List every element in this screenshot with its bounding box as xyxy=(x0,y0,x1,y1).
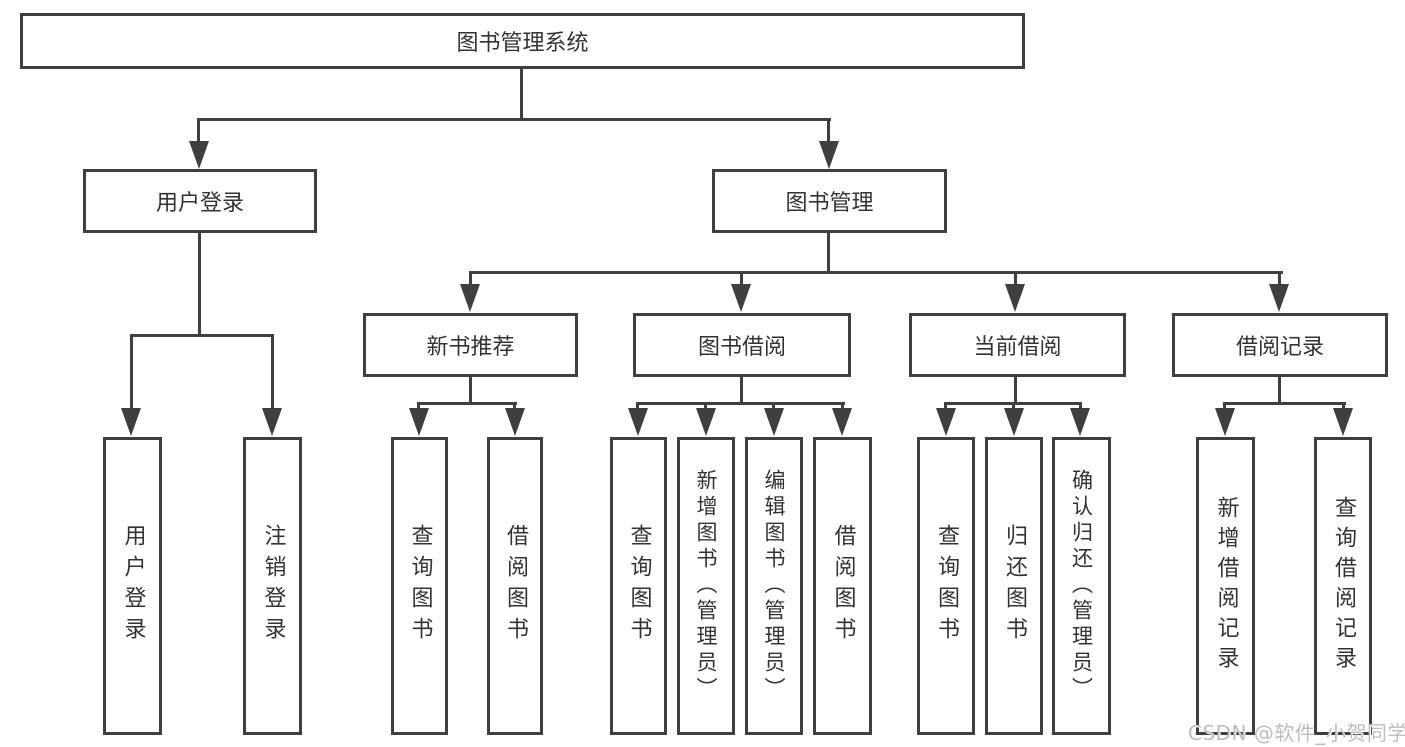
connector-line xyxy=(198,231,201,337)
arrow-down-icon xyxy=(731,284,751,312)
connector-line xyxy=(1014,271,1017,286)
arrow-down-icon xyxy=(936,408,956,436)
leaf-query-book-1: 查询图书 xyxy=(391,437,448,735)
arrow-down-icon xyxy=(1215,408,1235,436)
connector-line xyxy=(197,118,200,144)
leaf-edit-book-admin: 编辑图书（管理员） xyxy=(745,437,803,735)
connector-line xyxy=(740,376,743,405)
connector-line xyxy=(827,231,830,274)
connector-line xyxy=(520,67,523,120)
arrow-down-icon xyxy=(409,408,429,436)
connector-line xyxy=(740,271,743,286)
node-current-borrowing: 当前借阅 xyxy=(909,313,1126,377)
node-user-login: 用户登录 xyxy=(83,169,317,233)
connector-line xyxy=(772,402,775,411)
leaf-logout-login: 注销登录 xyxy=(243,437,302,735)
connector-line xyxy=(636,402,639,411)
connector-line xyxy=(1079,402,1082,411)
arrow-down-icon xyxy=(696,408,716,436)
leaf-query-book-3: 查询图书 xyxy=(917,437,975,735)
connector-line xyxy=(704,402,707,411)
arrow-down-icon xyxy=(1070,408,1090,436)
arrow-down-icon xyxy=(460,284,480,312)
leaf-borrow-book-2: 借阅图书 xyxy=(813,437,872,735)
arrow-down-icon xyxy=(628,408,648,436)
connector-line xyxy=(469,271,472,286)
connector-line xyxy=(469,376,472,405)
arrow-down-icon xyxy=(1004,408,1024,436)
connector-line xyxy=(1278,271,1281,286)
node-new-book-recommend: 新书推荐 xyxy=(363,313,578,377)
node-book-management: 图书管理 xyxy=(712,169,947,233)
connector-line xyxy=(827,118,830,144)
leaf-query-book-2: 查询图书 xyxy=(610,437,667,735)
connector-line xyxy=(1278,376,1281,405)
connector-line xyxy=(271,334,274,412)
connector-line xyxy=(469,271,1283,274)
arrow-down-icon xyxy=(262,408,282,436)
connector-line xyxy=(1014,376,1017,405)
connector-line xyxy=(1342,402,1345,411)
node-borrow-records: 借阅记录 xyxy=(1172,313,1388,377)
connector-line xyxy=(417,402,517,405)
arrow-down-icon xyxy=(819,141,839,169)
node-root: 图书管理系统 xyxy=(20,13,1025,69)
arrow-down-icon xyxy=(832,408,852,436)
connector-line xyxy=(636,402,845,405)
leaf-query-borrow-record: 查询借阅记录 xyxy=(1314,437,1372,735)
connector-line xyxy=(1223,402,1346,405)
leaf-user-login: 用户登录 xyxy=(103,437,162,735)
leaf-add-borrow-record: 新增借阅记录 xyxy=(1196,437,1255,735)
connector-line xyxy=(513,402,516,411)
connector-line xyxy=(130,334,133,412)
connector-line xyxy=(841,402,844,411)
connector-line xyxy=(417,402,420,411)
leaf-return-book: 归还图书 xyxy=(985,437,1043,735)
connector-line xyxy=(130,334,274,337)
connector-line xyxy=(1012,402,1015,411)
arrow-down-icon xyxy=(121,408,141,436)
connector-line xyxy=(197,118,831,121)
arrow-down-icon xyxy=(505,408,525,436)
arrow-down-icon xyxy=(764,408,784,436)
arrow-down-icon xyxy=(1005,284,1025,312)
connector-line xyxy=(944,402,947,411)
leaf-borrow-book-1: 借阅图书 xyxy=(487,437,543,735)
arrow-down-icon xyxy=(1333,408,1353,436)
node-book-borrowing: 图书借阅 xyxy=(633,313,851,377)
watermark: CSDN @软件_小贺同学 xyxy=(1188,721,1405,745)
arrow-down-icon xyxy=(189,141,209,169)
arrow-down-icon xyxy=(1269,284,1289,312)
leaf-add-book-admin: 新增图书（管理员） xyxy=(677,437,735,735)
connector-line xyxy=(1223,402,1226,411)
leaf-confirm-return-admin: 确认归还（管理员） xyxy=(1052,437,1111,735)
